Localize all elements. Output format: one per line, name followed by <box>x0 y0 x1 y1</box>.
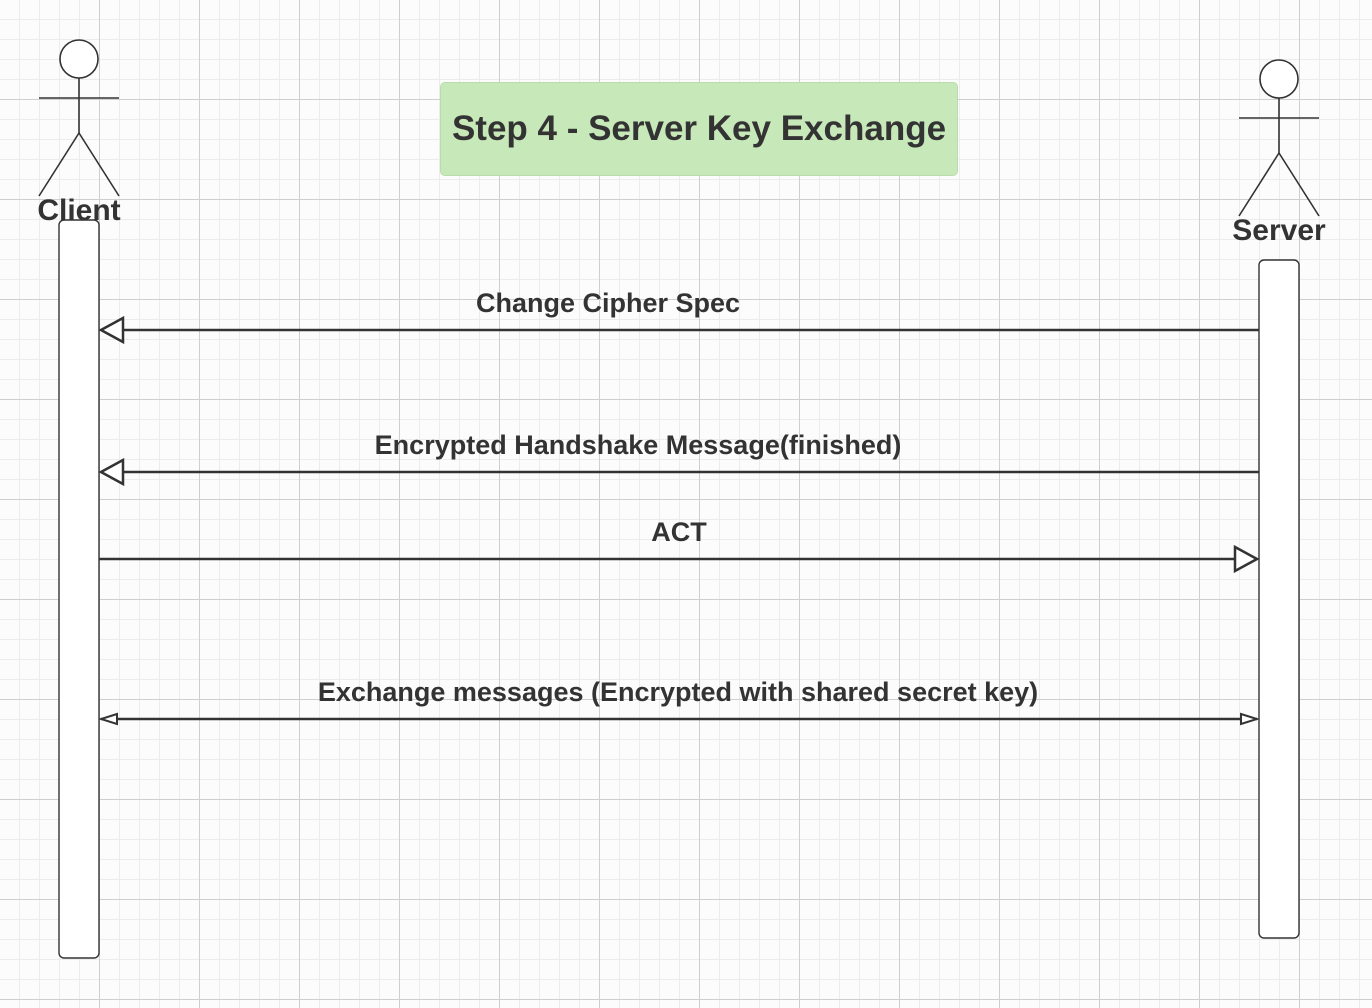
message-label-exchange-messages: Exchange messages (Encrypted with shared… <box>317 677 1039 707</box>
client-actor-icon <box>38 39 120 197</box>
message-label-encrypted-handshake: Encrypted Handshake Message(finished) <box>374 430 902 460</box>
message-label-change-cipher-spec: Change Cipher Spec <box>475 288 741 318</box>
server-actor-label: Server <box>1232 214 1326 247</box>
client-actor-label: Client <box>37 194 121 227</box>
server-actor-icon <box>1238 59 1320 217</box>
diagram-title: Step 4 - Server Key Exchange <box>451 109 947 148</box>
diagram-title-box: Step 4 - Server Key Exchange <box>440 82 958 176</box>
client-lifeline <box>58 219 100 959</box>
server-lifeline <box>1258 259 1300 939</box>
message-label-act: ACT <box>651 517 707 547</box>
